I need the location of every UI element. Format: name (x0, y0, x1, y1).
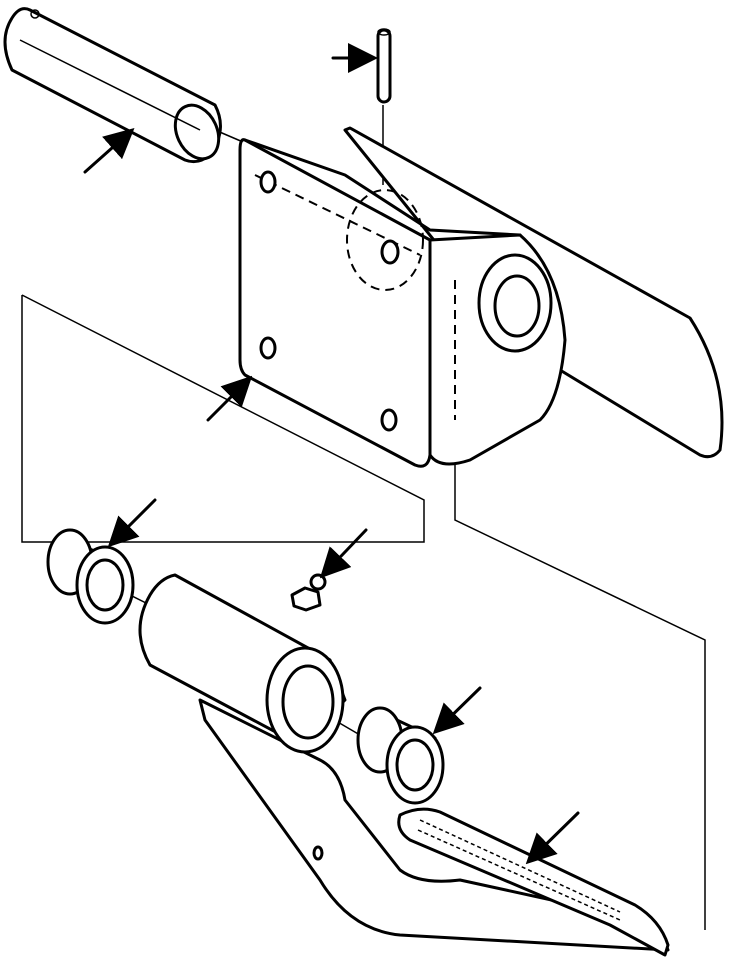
callout-arrow-bracket (206, 375, 253, 422)
callout-arrow-pivot-pin (83, 128, 135, 174)
pedal-hub-icon (138, 573, 347, 754)
foot-pedal-icon (198, 698, 670, 957)
grease-fitting-icon (290, 573, 327, 612)
bearing-icon (356, 706, 445, 805)
callout-arrow-bearing-right (432, 686, 482, 735)
callout-arrow-foot-pedal (525, 811, 580, 865)
mounting-bracket-icon (238, 126, 724, 468)
callout-arrow-bearing-left (107, 498, 157, 548)
callout-arrow-grease-fitting (319, 528, 368, 579)
bearing-icon (46, 528, 135, 625)
callout-arrows (83, 43, 580, 865)
pivot-pin-icon (3, 7, 222, 164)
roll-pin-icon (376, 28, 392, 104)
